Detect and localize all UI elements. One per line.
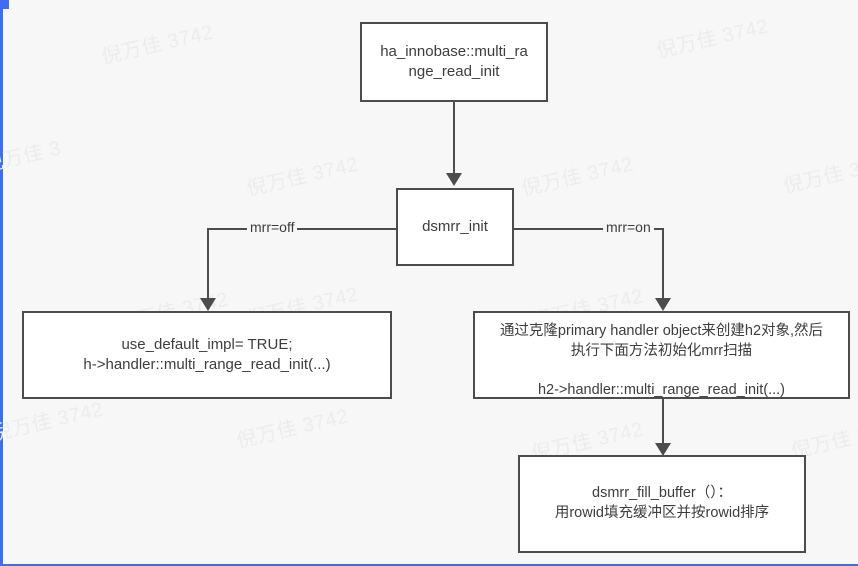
node-label: dsmrr_fill_buffer（）： 用rowid填充缓冲区并按rowid排…: [554, 485, 770, 521]
connector-left-down: [207, 228, 209, 303]
node-label: 通过克隆primary handler object来创建h2对象,然后 执行下…: [499, 323, 824, 398]
connector-init-to-dsmrr: [453, 101, 455, 176]
arrowhead-init-to-dsmrr: [446, 173, 462, 186]
watermark: 倪万佳 3: [0, 137, 64, 177]
arrowhead-right-branch: [655, 298, 671, 311]
connector-right-down: [662, 228, 664, 303]
node-dsmrr-init[interactable]: dsmrr_init: [396, 188, 514, 266]
watermark: 倪万佳 3742: [244, 153, 361, 201]
watermark: 倪万佳 3742: [654, 15, 771, 63]
watermark: 倪万佳 3742: [99, 21, 216, 69]
edge-label-mrr-off: mrr=off: [247, 219, 298, 235]
accent-corner-marker: [0, 0, 9, 9]
accent-left-border: [0, 0, 3, 566]
edge-label-mrr-on: mrr=on: [603, 219, 654, 235]
watermark: 倪万佳 3742: [0, 398, 106, 446]
connector-dsmrr-left-branch: [207, 228, 397, 230]
arrowhead-left-branch: [200, 298, 216, 311]
node-ha-innobase-multi-range-read-init[interactable]: ha_innobase::multi_ra nge_read_init: [360, 22, 548, 102]
watermark: 倪万佳 3742: [519, 153, 636, 201]
node-dsmrr-fill-buffer[interactable]: dsmrr_fill_buffer（）： 用rowid填充缓冲区并按rowid排…: [518, 455, 806, 553]
node-label: use_default_impl= TRUE; h->handler::mult…: [83, 335, 331, 373]
connector-clone-to-fill: [662, 399, 664, 449]
node-use-default-impl[interactable]: use_default_impl= TRUE; h->handler::mult…: [22, 311, 392, 399]
watermark: 倪万佳 3742: [234, 405, 351, 453]
node-clone-primary-handler[interactable]: 通过克隆primary handler object来创建h2对象,然后 执行下…: [473, 311, 850, 399]
watermark: 倪万佳 37: [781, 156, 858, 198]
accent-bottom-border: [0, 564, 858, 566]
connector-dsmrr-right-branch: [512, 228, 664, 230]
node-label: dsmrr_init: [422, 217, 488, 235]
arrowhead-clone-to-fill: [655, 443, 671, 456]
node-label: ha_innobase::multi_ra nge_read_init: [380, 42, 528, 80]
